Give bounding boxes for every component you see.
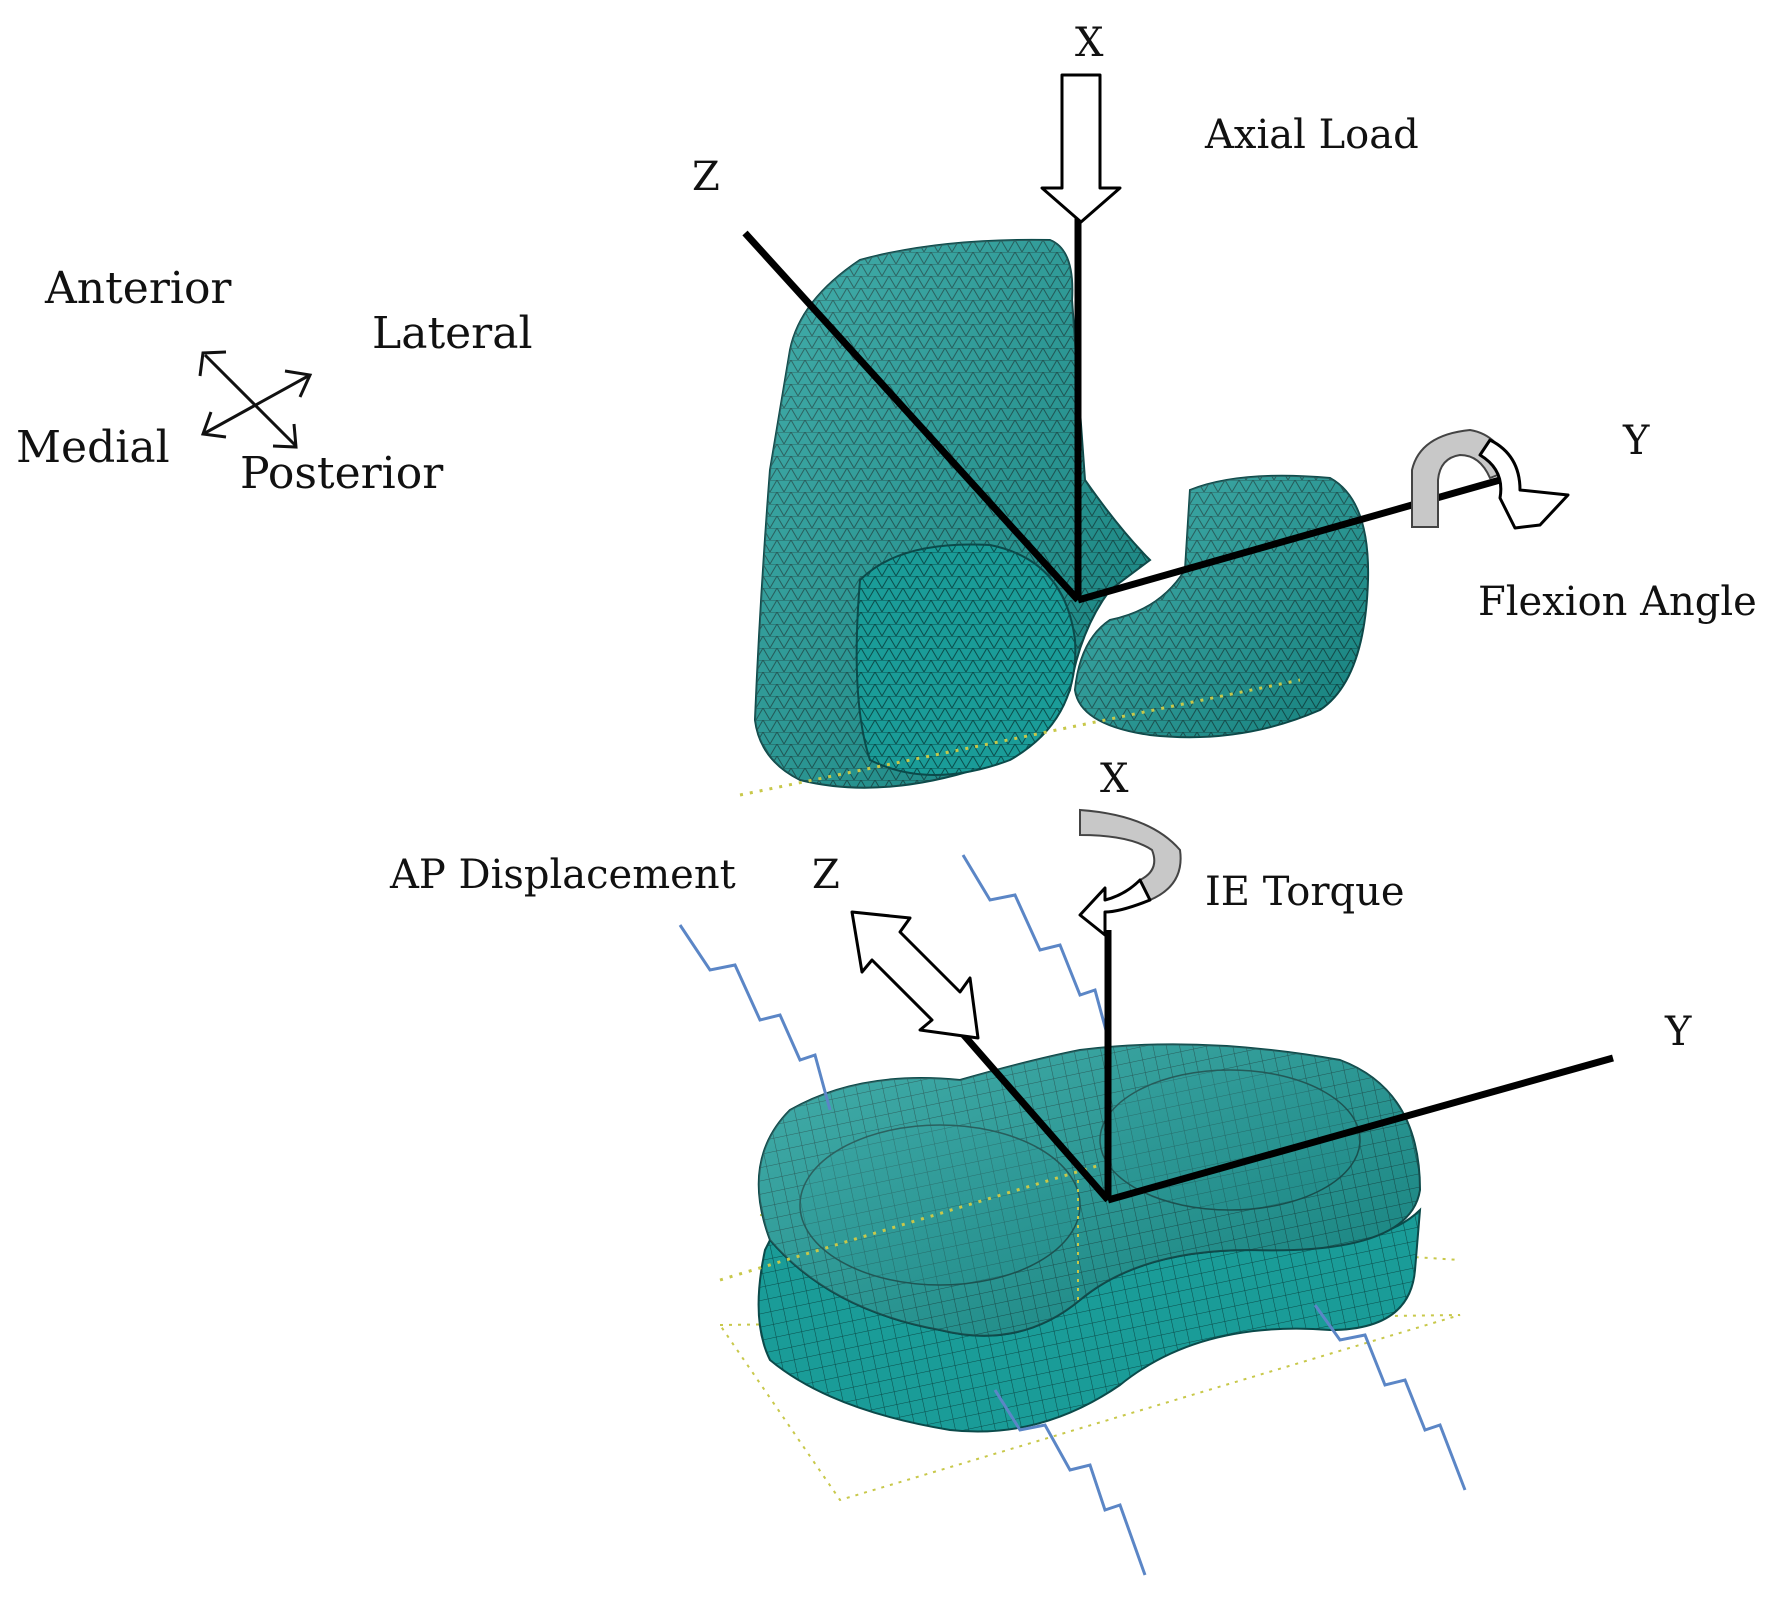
label-ie-torque: IE Torque (1205, 869, 1405, 915)
tibial-insert (719, 1043, 1461, 1502)
spring-2 (961, 854, 1112, 1046)
label-lateral: Lateral (372, 308, 533, 359)
spring-1 (678, 924, 832, 1111)
label-medial: Medial (16, 422, 170, 473)
label-flexion-angle: Flexion Angle (1478, 579, 1757, 625)
label-ap-displacement: AP Displacement (389, 852, 736, 898)
femoral-z-axis (742, 230, 1081, 603)
spring-4 (1313, 1304, 1467, 1491)
spring-3 (993, 1389, 1147, 1576)
tibial-z-label: Z (812, 852, 840, 898)
ie-torque-rotation-arrow-icon (1078, 808, 1182, 937)
femoral-z-label: Z (692, 154, 720, 200)
label-posterior: Posterior (240, 448, 444, 499)
label-anterior: Anterior (44, 263, 232, 314)
tibial-z-axis (952, 1022, 1111, 1203)
ap-displacement-arrow-icon (850, 910, 980, 1040)
femoral-x-label: X (1075, 20, 1104, 66)
femoral-component (739, 238, 1370, 797)
flexion-rotation-arrow-icon (1411, 428, 1570, 530)
tibial-x-label: X (1100, 756, 1129, 802)
axial-load-arrow-icon (1040, 73, 1122, 224)
femoral-y-label: Y (1622, 418, 1650, 464)
orientation-cross-icon (198, 350, 313, 449)
tibial-y-label: Y (1664, 1009, 1692, 1055)
label-axial-load: Axial Load (1204, 112, 1419, 158)
tibial-y-axis (1107, 1054, 1614, 1204)
